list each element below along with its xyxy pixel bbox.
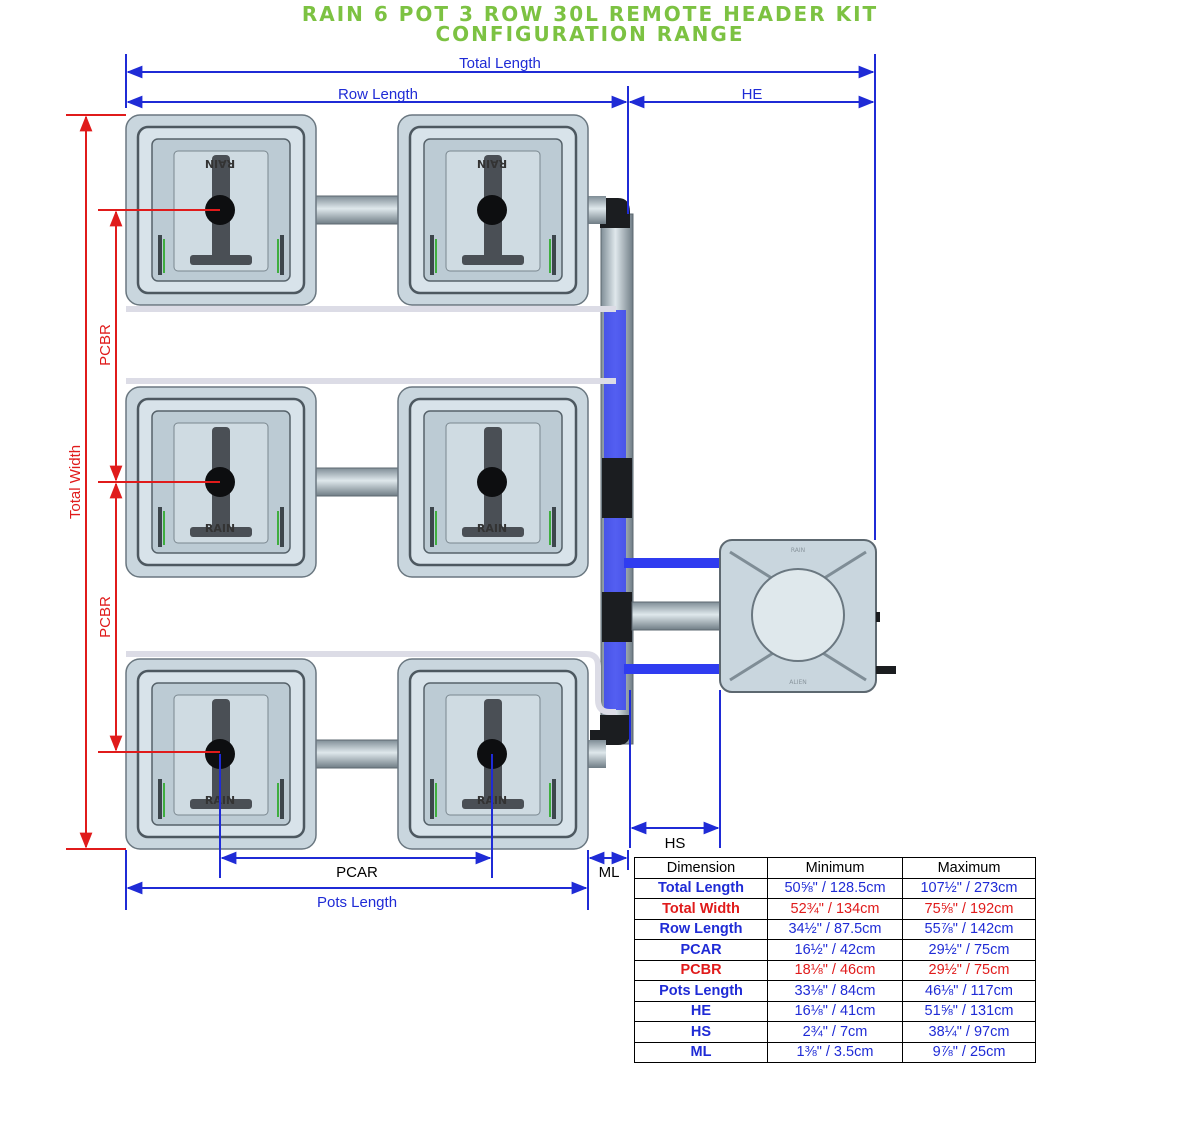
table-row: Row Length 34½" / 87.5cm 55⅞" / 142cm bbox=[634, 918, 1036, 940]
pot-link-pipe bbox=[315, 195, 403, 225]
pot-brand-label: RAIN bbox=[205, 522, 235, 535]
table-cell-min: 2¾" / 7cm bbox=[767, 1021, 903, 1043]
pot-brand-label: RAIN bbox=[477, 522, 507, 535]
table-cell-dimension: Total Length bbox=[634, 877, 768, 899]
pot-brand-label: RAIN bbox=[477, 157, 507, 170]
table-header-row: Dimension Minimum Maximum bbox=[634, 857, 1036, 879]
table-header-maximum: Maximum bbox=[902, 857, 1036, 879]
table-row: Total Length 50⅝" / 128.5cm 107½" / 273c… bbox=[634, 877, 1036, 899]
table-cell-dimension: Row Length bbox=[634, 918, 768, 940]
table-cell-min: 16⅛" / 41cm bbox=[767, 1000, 903, 1022]
table-cell-min: 18⅛" / 46cm bbox=[767, 959, 903, 981]
table-header-dimension: Dimension bbox=[634, 857, 768, 879]
table-cell-max: 75⅝" / 192cm bbox=[902, 898, 1036, 920]
table-row: Pots Length 33⅛" / 84cm 46⅛" / 117cm bbox=[634, 980, 1036, 1002]
drip-line bbox=[126, 651, 616, 715]
pots-length-label: Pots Length bbox=[317, 894, 397, 911]
drip-line bbox=[126, 378, 616, 384]
pot-drain-icon bbox=[477, 195, 507, 225]
table-row: PCAR 16½" / 42cm 29½" / 75cm bbox=[634, 939, 1036, 961]
table-cell-max: 55⅞" / 142cm bbox=[902, 918, 1036, 940]
reservoir-brand-top: RAIN bbox=[791, 547, 805, 554]
table-cell-dimension: Total Width bbox=[634, 898, 768, 920]
pot-link-pipe bbox=[586, 740, 606, 768]
header-tee-fitting bbox=[602, 458, 632, 518]
table-cell-max: 29½" / 75cm bbox=[902, 939, 1036, 961]
return-hose bbox=[624, 664, 722, 674]
table-cell-dimension: PCAR bbox=[634, 939, 768, 961]
table-row: ML 1⅜" / 3.5cm 9⅞" / 25cm bbox=[634, 1041, 1036, 1063]
table-cell-dimension: Pots Length bbox=[634, 980, 768, 1002]
row-length-label: Row Length bbox=[338, 86, 418, 103]
pcar-label: PCAR bbox=[336, 864, 378, 881]
header-tee-fitting bbox=[602, 592, 632, 642]
table-cell-min: 1⅜" / 3.5cm bbox=[767, 1041, 903, 1063]
table-row: PCBR 18⅛" / 46cm 29½" / 75cm bbox=[634, 959, 1036, 981]
table-row: Total Width 52¾" / 134cm 75⅝" / 192cm bbox=[634, 898, 1036, 920]
table-cell-dimension: ML bbox=[634, 1041, 768, 1063]
reservoir-brand-bottom: ALIEN bbox=[789, 679, 807, 686]
table-cell-dimension: PCBR bbox=[634, 959, 768, 981]
pcbr-top-label: PCBR bbox=[97, 324, 114, 366]
reservoir-feed-pipe bbox=[631, 601, 725, 631]
total-length-label: Total Length bbox=[459, 55, 541, 72]
table-cell-max: 9⅞" / 25cm bbox=[902, 1041, 1036, 1063]
table-cell-min: 50⅝" / 128.5cm bbox=[767, 877, 903, 899]
return-hose bbox=[624, 558, 722, 568]
pot-link-pipe bbox=[315, 739, 403, 769]
table-row: HS 2¾" / 7cm 38¼" / 97cm bbox=[634, 1021, 1036, 1043]
table-cell-max: 46⅛" / 117cm bbox=[902, 980, 1036, 1002]
ml-label: ML bbox=[599, 864, 620, 881]
pot-drain-icon bbox=[477, 467, 507, 497]
drip-line bbox=[126, 306, 616, 312]
table-cell-min: 52¾" / 134cm bbox=[767, 898, 903, 920]
table-cell-dimension: HE bbox=[634, 1000, 768, 1022]
elbow-fitting-bottom bbox=[590, 715, 630, 745]
table-cell-min: 34½" / 87.5cm bbox=[767, 918, 903, 940]
table-header-minimum: Minimum bbox=[767, 857, 903, 879]
table-cell-dimension: HS bbox=[634, 1021, 768, 1043]
diagram-subtitle: CONFIGURATION RANGE bbox=[435, 22, 745, 46]
table-cell-min: 33⅛" / 84cm bbox=[767, 980, 903, 1002]
pot-brand-label: RAIN bbox=[205, 157, 235, 170]
table-cell-max: 51⅝" / 131cm bbox=[902, 1000, 1036, 1022]
table-row: HE 16⅛" / 41cm 51⅝" / 131cm bbox=[634, 1000, 1036, 1022]
table-cell-max: 38¼" / 97cm bbox=[902, 1021, 1036, 1043]
table-cell-max: 29½" / 75cm bbox=[902, 959, 1036, 981]
diagram-title: RAIN 6 POT 3 ROW 30L REMOTE HEADER KIT bbox=[301, 2, 879, 26]
he-label: HE bbox=[742, 86, 763, 103]
pot-link-pipe bbox=[315, 467, 403, 497]
hs-label: HS bbox=[665, 835, 686, 852]
pot-link-pipe bbox=[586, 196, 606, 224]
table-cell-min: 16½" / 42cm bbox=[767, 939, 903, 961]
table-cell-max: 107½" / 273cm bbox=[902, 877, 1036, 899]
pcbr-bottom-label: PCBR bbox=[97, 596, 114, 638]
total-width-label: Total Width bbox=[67, 445, 84, 519]
dimension-table: Dimension Minimum Maximum Total Length 5… bbox=[634, 857, 1036, 1063]
reservoir: RAIN ALIEN bbox=[719, 539, 896, 693]
